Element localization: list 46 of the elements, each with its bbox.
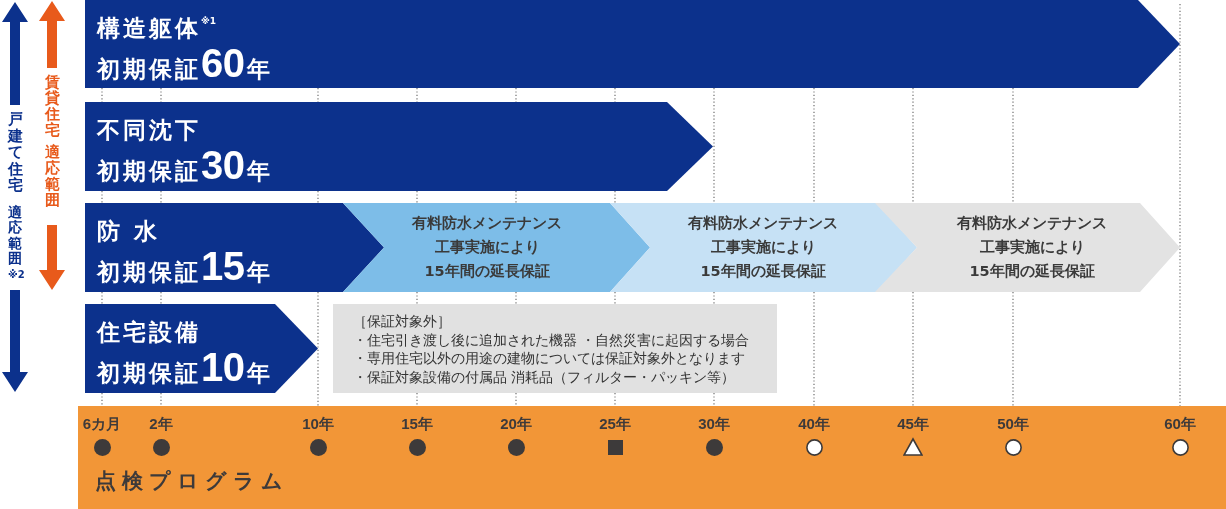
extension-note: 工事実施により [710, 238, 816, 257]
extension-note: 有料防水メンテナンス [412, 214, 562, 233]
range-label: 賃貸住宅 [44, 75, 60, 139]
range-label: 適応範囲 [44, 145, 60, 209]
extension-chevron [343, 203, 650, 292]
note-item: ・専用住宅以外の用途の建物については保証対象外となります [353, 349, 745, 368]
extension-chevron [875, 203, 1180, 292]
band-heading: 構造躯体$^{※1}$ [97, 14, 216, 43]
program-title: 点検プログラム [95, 468, 289, 495]
warranty-period: 初期保証15年 [97, 246, 273, 290]
extension-note: 工事実施により [979, 238, 1085, 257]
extension-note: 有料防水メンテナンス [688, 214, 838, 233]
footnote-mark: ※2 [8, 269, 25, 281]
warranty-period: 初期保証60年 [97, 43, 273, 87]
band-heading: 防 水 [97, 217, 160, 246]
tick-label: 30年 [698, 414, 730, 434]
extension-note: 15年間の延長保証 [424, 262, 550, 281]
note-item: ・保証対象設備の付属品 消耗品（フィルター・パッキン等） [353, 367, 736, 386]
warranty-period: 初期保証10年 [97, 347, 273, 391]
tick-label: 15年 [401, 414, 433, 434]
warranty-arrow [85, 304, 318, 393]
tick-label: 10年 [302, 414, 334, 434]
extension-note: 15年間の延長保証 [700, 262, 826, 281]
extension-chevron [610, 203, 917, 292]
tick-label: 40年 [798, 414, 830, 434]
tick-label: 50年 [997, 414, 1029, 434]
note-item: ・住宅引き渡し後に追加された機器 ・自然災害に起因する場合 [353, 330, 750, 349]
note-panel [333, 304, 777, 393]
tick-label: 60年 [1164, 414, 1196, 434]
extension-note: 有料防水メンテナンス [957, 214, 1107, 233]
note-heading: ［保証対象外］ [353, 312, 451, 331]
range-label: 適応範囲 [8, 205, 22, 267]
warranty-period: 初期保証30年 [97, 145, 273, 189]
band-heading: 不同沈下 [97, 116, 201, 145]
tick-label: 20年 [500, 414, 532, 434]
tick-label: 6カ月 [82, 414, 122, 434]
tick-label: 45年 [897, 414, 929, 434]
warranty-arrow [85, 102, 713, 191]
extension-note: 15年間の延長保証 [969, 262, 1095, 281]
band-heading: 住宅設備 [97, 318, 201, 347]
range-label: 戸建て住宅 [7, 111, 23, 194]
tick-label: 2年 [149, 414, 173, 434]
tick-label: 25年 [599, 414, 631, 434]
extension-note: 工事実施により [434, 238, 540, 257]
timeline-band [78, 406, 1226, 509]
warranty-arrow [85, 203, 384, 292]
